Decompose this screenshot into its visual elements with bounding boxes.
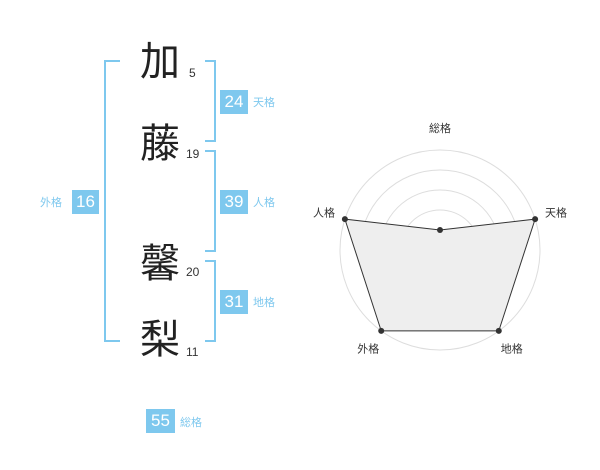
- radar-axis-label-0: 総格: [429, 121, 451, 135]
- radar-axis-label-2: 地格: [501, 342, 523, 356]
- radar-point-1: [532, 216, 539, 223]
- jinkaku-label: 人格: [253, 196, 275, 209]
- radar-ring: [339, 149, 541, 351]
- radar-polygon: [344, 218, 536, 332]
- soukaku-value: 55: [146, 409, 175, 433]
- chikaku-bracket: [205, 260, 216, 342]
- radar-point-4: [341, 216, 348, 223]
- gaikaku-label: 外格: [40, 196, 62, 209]
- gaikaku-value: 16: [72, 190, 99, 214]
- stroke-count-4: 11: [186, 345, 199, 359]
- stroke-count-2: 19: [186, 147, 200, 161]
- radar-axis-label-1: 天格: [545, 205, 567, 219]
- chikaku-label: 地格: [253, 296, 275, 309]
- name-char-1: 加: [140, 39, 180, 85]
- soukaku-label: 総格: [180, 416, 202, 429]
- radar-axis-label-4: 人格: [313, 205, 335, 219]
- radar-point-2: [495, 327, 502, 334]
- chikaku-value: 31: [220, 290, 248, 314]
- radar-point-3: [378, 327, 385, 334]
- gaikaku-bracket: [104, 60, 120, 342]
- radar-point-0: [437, 227, 443, 233]
- radar-axis-label-3: 外格: [357, 342, 379, 356]
- jinkaku-value: 39: [220, 190, 248, 214]
- name-char-4: 梨: [140, 317, 180, 363]
- tenkaku-value: 24: [220, 90, 248, 114]
- tenkaku-label: 天格: [253, 96, 275, 109]
- stroke-count-3: 20: [186, 265, 200, 279]
- stroke-count-1: 5: [189, 66, 196, 80]
- tenkaku-bracket: [205, 60, 216, 142]
- jinkaku-bracket: [205, 150, 216, 252]
- name-char-2: 藤: [140, 121, 180, 167]
- radar-points: [341, 216, 539, 334]
- name-char-3: 馨: [140, 241, 180, 287]
